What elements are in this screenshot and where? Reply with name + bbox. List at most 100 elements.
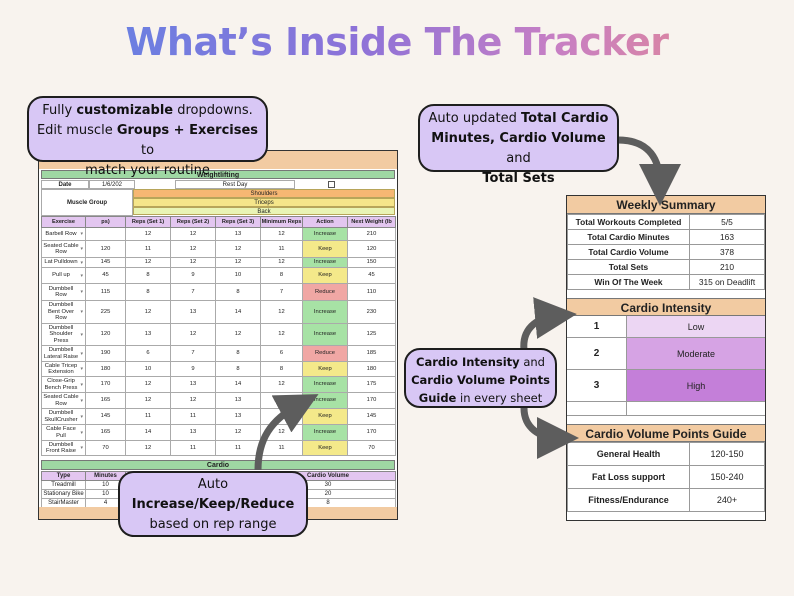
minimum-reps-cell: 12 <box>260 392 303 409</box>
date-value[interactable]: 1/6/202 <box>89 180 135 189</box>
reps-set-2-cell[interactable]: 13 <box>170 376 216 393</box>
exercise-dropdown[interactable]: Dumbbell SkullCrusher <box>41 408 86 425</box>
reps-set-2-cell[interactable]: 11 <box>170 440 216 456</box>
cardio-intensity-title: Cardio Intensity <box>567 298 765 316</box>
reps-set-2-cell[interactable]: 13 <box>170 424 216 441</box>
weight-cell[interactable]: 165 <box>85 392 126 409</box>
weight-cell[interactable]: 180 <box>85 361 126 377</box>
reps-set-3-cell[interactable]: 13 <box>215 227 261 241</box>
arrow-to-cardio-intensity <box>520 297 577 351</box>
reps-set-1-cell[interactable]: 12 <box>125 376 171 393</box>
weight-cell[interactable]: 145 <box>85 257 126 268</box>
weight-cell[interactable]: 165 <box>85 424 126 441</box>
weight-cell[interactable]: 225 <box>85 300 126 324</box>
reps-set-3-cell[interactable]: 8 <box>215 361 261 377</box>
reps-set-3-cell[interactable]: 12 <box>215 257 261 268</box>
reps-set-3-cell[interactable]: 8 <box>215 345 261 362</box>
reps-set-2-cell[interactable]: 9 <box>170 361 216 377</box>
exercise-dropdown[interactable]: Barbell Row <box>41 227 86 241</box>
intensity-level: 2 <box>567 338 627 369</box>
reps-set-1-cell[interactable]: 10 <box>125 361 171 377</box>
reps-set-1-cell[interactable]: 11 <box>125 408 171 425</box>
action-badge: Keep <box>302 408 348 425</box>
exercise-row: Close-Grip Bench Press17012131412Increas… <box>41 376 396 393</box>
reps-set-2-cell[interactable]: 7 <box>170 345 216 362</box>
intensity-blank-row <box>567 402 765 416</box>
exercise-dropdown[interactable]: Dumbbell Front Raise <box>41 440 86 456</box>
cardio-type-cell[interactable]: Treadmill <box>41 480 86 490</box>
reps-set-1-cell[interactable]: 12 <box>125 257 171 268</box>
weight-cell[interactable] <box>85 227 126 241</box>
muscle-group-dropdown-3[interactable]: Back <box>133 207 395 215</box>
reps-set-1-cell[interactable]: 11 <box>125 240 171 258</box>
reps-set-3-cell[interactable]: 13 <box>215 392 261 409</box>
exercise-dropdown[interactable]: Dumbbell Row <box>41 283 86 301</box>
exercise-dropdown[interactable]: Lat Pulldown <box>41 257 86 268</box>
reps-set-1-cell[interactable]: 8 <box>125 267 171 284</box>
reps-set-3-cell[interactable]: 11 <box>215 440 261 456</box>
reps-set-3-cell[interactable]: 10 <box>215 267 261 284</box>
reps-set-1-cell[interactable]: 13 <box>125 323 171 346</box>
next-weight-cell: 230 <box>347 300 396 324</box>
reps-set-3-cell[interactable]: 12 <box>215 424 261 441</box>
volume-guide-label: Fitness/Endurance <box>567 488 690 512</box>
weight-cell[interactable]: 145 <box>85 408 126 425</box>
reps-set-1-cell[interactable]: 12 <box>125 392 171 409</box>
reps-set-3-cell[interactable]: 12 <box>215 323 261 346</box>
rest-day-checkbox[interactable] <box>328 181 335 188</box>
reps-set-1-cell[interactable]: 12 <box>125 227 171 241</box>
reps-set-3-cell[interactable]: 12 <box>215 240 261 258</box>
exercise-dropdown[interactable]: Pull up <box>41 267 86 284</box>
reps-set-2-cell[interactable]: 12 <box>170 323 216 346</box>
intensity-label: Low <box>627 316 765 337</box>
reps-set-3-cell[interactable]: 13 <box>215 408 261 425</box>
next-weight-cell: 170 <box>347 392 396 409</box>
exercise-dropdown[interactable]: Cable Tricep Extension <box>41 361 86 377</box>
weight-cell[interactable]: 70 <box>85 440 126 456</box>
exercise-dropdown[interactable]: Seated Cable Row <box>41 392 86 409</box>
action-badge: Reduce <box>302 345 348 362</box>
reps-set-2-cell[interactable]: 13 <box>170 300 216 324</box>
reps-set-1-cell[interactable]: 12 <box>125 440 171 456</box>
exercise-dropdown[interactable]: Dumbbell Shoulder Press <box>41 323 86 346</box>
reps-set-3-cell[interactable]: 14 <box>215 376 261 393</box>
weight-cell[interactable]: 190 <box>85 345 126 362</box>
reps-set-2-cell[interactable]: 12 <box>170 257 216 268</box>
muscle-group-dropdown-2[interactable]: Triceps <box>133 198 395 207</box>
weight-cell[interactable]: 120 <box>85 240 126 258</box>
cardio-type-cell[interactable]: Stationary Bike <box>41 489 86 499</box>
callout-auto-action: Auto Increase/Keep/Reduce based on rep r… <box>118 471 308 537</box>
exercise-dropdown[interactable]: Close-Grip Bench Press <box>41 376 86 393</box>
cardio-column-header: Type <box>41 471 86 481</box>
muscle-group-dropdown-1[interactable]: Shoulders <box>133 189 395 198</box>
reps-set-2-cell[interactable]: 12 <box>170 227 216 241</box>
reps-set-2-cell[interactable]: 12 <box>170 392 216 409</box>
weight-cell[interactable]: 170 <box>85 376 126 393</box>
exercise-dropdown[interactable]: Cable Face Pull <box>41 424 86 441</box>
exercise-dropdown[interactable]: Dumbbell Lateral Raise <box>41 345 86 362</box>
reps-set-3-cell[interactable]: 8 <box>215 283 261 301</box>
exercise-dropdown[interactable]: Dumbbell Bent Over Row <box>41 300 86 324</box>
volume-guide-label: General Health <box>567 442 690 466</box>
reps-set-1-cell[interactable]: 12 <box>125 300 171 324</box>
weight-cell[interactable]: 120 <box>85 323 126 346</box>
reps-set-1-cell[interactable]: 8 <box>125 283 171 301</box>
next-weight-cell: 145 <box>347 408 396 425</box>
reps-set-1-cell[interactable]: 6 <box>125 345 171 362</box>
weight-cell[interactable]: 45 <box>85 267 126 284</box>
action-badge: Reduce <box>302 283 348 301</box>
reps-set-1-cell[interactable]: 14 <box>125 424 171 441</box>
reps-set-3-cell[interactable]: 14 <box>215 300 261 324</box>
reps-set-2-cell[interactable]: 7 <box>170 283 216 301</box>
weight-cell[interactable]: 115 <box>85 283 126 301</box>
volume-guide-range: 150-240 <box>689 465 765 489</box>
reps-set-2-cell[interactable]: 11 <box>170 408 216 425</box>
action-badge: Keep <box>302 240 348 258</box>
reps-set-2-cell[interactable]: 12 <box>170 240 216 258</box>
exercise-dropdown[interactable]: Seated Cable Row <box>41 240 86 258</box>
volume-guide-range: 240+ <box>689 488 765 512</box>
reps-set-2-cell[interactable]: 9 <box>170 267 216 284</box>
